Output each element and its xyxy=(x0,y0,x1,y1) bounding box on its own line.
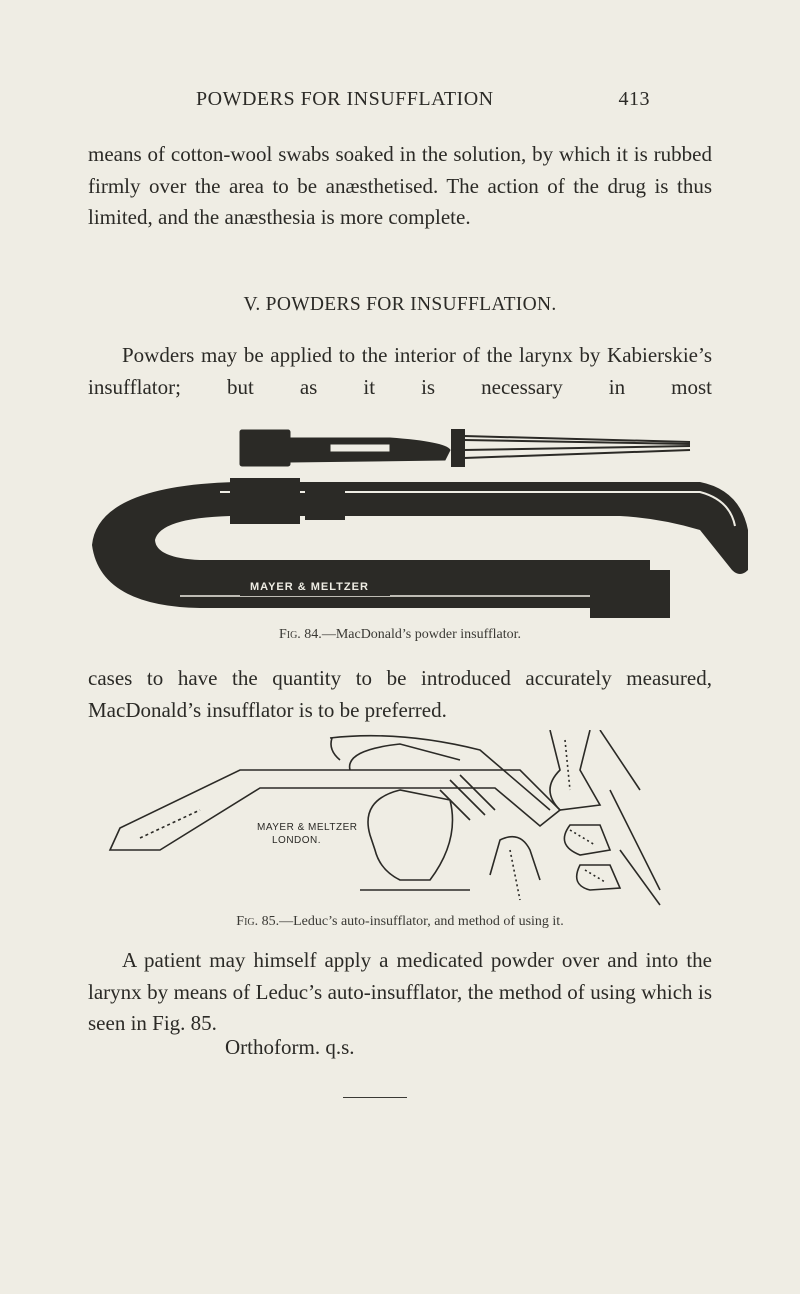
fig85-caption: Fig. 85.—Leduc’s auto-insufflator, and m… xyxy=(0,914,800,930)
fig84-main-instrument xyxy=(92,478,748,618)
fig84-nozzle-piece xyxy=(239,429,451,467)
section-heading: V. POWDERS FOR INSUFFLATION. xyxy=(243,294,557,315)
paragraph-cases: cases to have the quantity to be introdu… xyxy=(88,666,712,722)
running-title: POWDERS FOR INSUFFLATION xyxy=(196,88,494,110)
fig85-label: Fig. 85. xyxy=(236,914,280,929)
fig85-head-profile xyxy=(367,789,454,881)
fig85-insufflator-body xyxy=(108,769,562,851)
formula-line: Orthoform. q.s. xyxy=(225,1035,355,1059)
fig85-engraving-line1: MAYER & MELTZER xyxy=(257,822,357,833)
fig85-illustration: MAYER & MELTZER LONDON. xyxy=(108,730,661,906)
section-rule xyxy=(343,1097,407,1098)
fig84-label: Fig. 84. xyxy=(278,627,322,642)
fig84-engraving-text: MAYER & MELTZER xyxy=(250,581,369,593)
fig84-caption: Fig. 84.—MacDonald’s powder insufflator. xyxy=(0,627,800,643)
paragraph-patient: A patient may himself apply a medicated … xyxy=(88,948,712,1035)
fig84-illustration: MAYER & MELTZER xyxy=(92,429,748,618)
paragraph-powders-intro: Powders may be applied to the interior o… xyxy=(88,343,712,399)
fig85-caption-text: —Leduc’s auto-insufflator, and method of… xyxy=(279,914,564,929)
page-number: 413 xyxy=(618,88,650,110)
fig84-caption-text: —MacDonald’s powder insufflator. xyxy=(321,627,522,642)
fig84-tube-piece xyxy=(451,429,691,467)
paragraph-continuation: means of cotton-wool swabs soaked in the… xyxy=(88,142,712,229)
fig85-engraving-line2: LONDON. xyxy=(272,835,321,846)
